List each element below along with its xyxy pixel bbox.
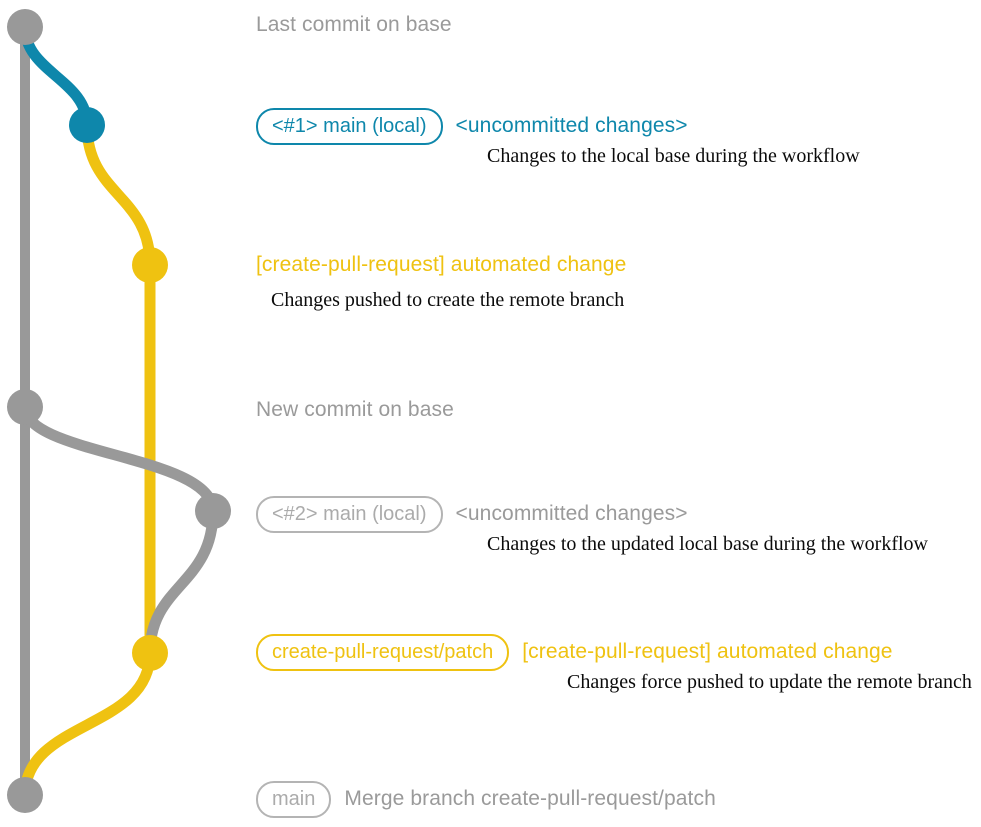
commit-subject-patch-1: [create-pull-request] automated change (256, 253, 627, 276)
commit-subject-local-main-2: <uncommitted changes> (455, 502, 688, 525)
commit-row-patch-2: create-pull-request/patch [create-pull-r… (256, 634, 893, 671)
commit-description-patch-2: Changes force pushed to update the remot… (567, 671, 972, 693)
commit-row-new-commit-on-base: New commit on base (256, 398, 454, 422)
branch-badge-local-main-2[interactable]: <#2> main (local) (256, 496, 443, 533)
patch-merge-line (19, 647, 156, 801)
local-main-1-node (69, 107, 105, 143)
commit-description-patch-1: Changes pushed to create the remote bran… (271, 289, 625, 311)
commit-row-local-main-2: <#2> main (local) <uncommitted changes> (256, 496, 688, 533)
branch-badge-label: <#2> main (local) (256, 496, 443, 533)
branch-badge-create-pull-request-patch[interactable]: create-pull-request/patch (256, 634, 510, 671)
commit-row-patch-1: [create-pull-request] automated change (256, 253, 626, 277)
commit-subject-merge: Merge branch create-pull-request/patch (344, 787, 716, 810)
local-branch-line-2 (19, 401, 219, 517)
commit-subject-patch-2: [create-pull-request] automated change (522, 640, 893, 663)
last-commit-on-base-node (7, 9, 43, 45)
branch-badge-label: main (256, 781, 332, 818)
commit-subject-last-commit-on-base: Last commit on base (256, 13, 452, 36)
merge-commit-node (7, 777, 43, 813)
branch-badge-main[interactable]: main (256, 781, 332, 818)
branch-badge-label: <#1> main (local) (256, 108, 443, 145)
commit-row-last-commit-on-base: Last commit on base (256, 13, 452, 37)
branch-badge-local-main-1[interactable]: <#1> main (local) (256, 108, 443, 145)
commit-description-local-main-1: Changes to the local base during the wor… (487, 145, 860, 167)
local-main-2-node (195, 493, 231, 529)
commit-row-merge: main Merge branch create-pull-request/pa… (256, 781, 716, 818)
patch-commit-1-node (132, 247, 168, 283)
commit-row-local-main-1: <#1> main (local) <uncommitted changes> (256, 108, 688, 145)
commit-description-local-main-2: Changes to the updated local base during… (487, 533, 928, 555)
local-to-patch-line (144, 505, 219, 659)
patch-branch-line-1 (81, 119, 156, 271)
patch-commit-2-node (132, 635, 168, 671)
branch-badge-label: create-pull-request/patch (256, 634, 510, 671)
commit-subject-new-commit-on-base: New commit on base (256, 398, 454, 421)
new-commit-on-base-node (7, 389, 43, 425)
commit-subject-local-main-1: <uncommitted changes> (455, 114, 688, 137)
